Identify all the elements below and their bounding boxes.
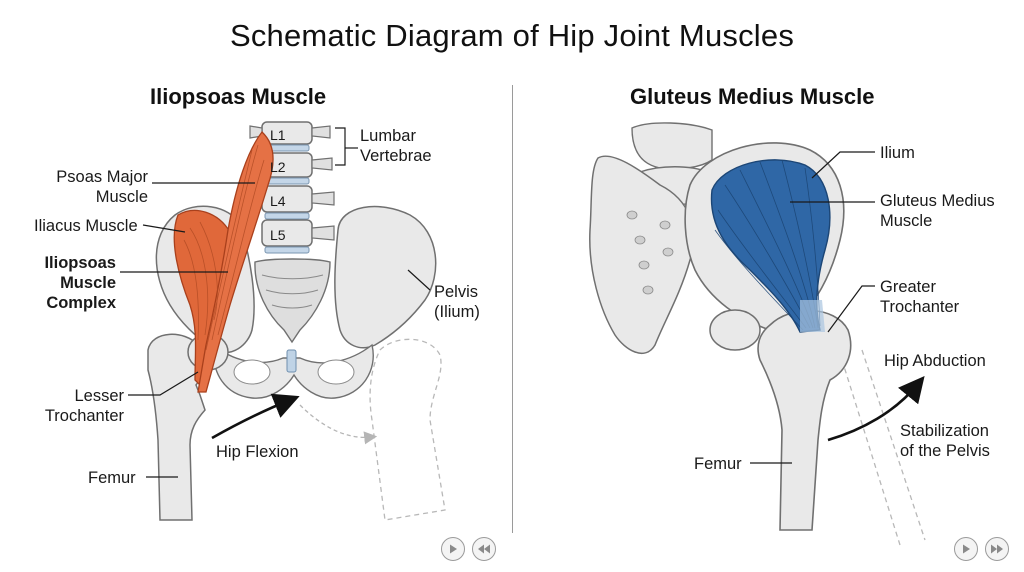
psoas-major-shape bbox=[197, 131, 274, 393]
play-icon bbox=[450, 544, 457, 554]
hip-abduction-label: Hip Abduction bbox=[884, 352, 986, 370]
left-leader-lines bbox=[120, 127, 431, 478]
hip-flexion-label: Hip Flexion bbox=[216, 443, 299, 461]
vertebra-l2 bbox=[261, 152, 333, 178]
hip-flexion-arrow bbox=[211, 393, 300, 440]
vertebra-l4 bbox=[261, 185, 335, 213]
gluteus-medius-muscle-shape bbox=[710, 159, 831, 333]
panel-divider bbox=[512, 85, 513, 533]
left-femur-label: Femur bbox=[88, 469, 136, 487]
hip-abduction-arrow bbox=[827, 375, 925, 442]
right-ilium-bone bbox=[334, 205, 437, 349]
right-femur-bone bbox=[757, 309, 852, 531]
vertebra-label-l4: L4 bbox=[270, 193, 286, 209]
pelvis-ilium-label: Pelvis(Ilium) bbox=[434, 283, 480, 321]
fast-forward-icon bbox=[991, 544, 1003, 554]
vertebra-label-l5: L5 bbox=[270, 227, 286, 243]
vertebra-label-l2: L2 bbox=[270, 159, 286, 175]
iliopsoas-muscle bbox=[173, 131, 274, 393]
right-panel-title: Gluteus Medius Muscle bbox=[630, 84, 875, 109]
right-sacrum bbox=[589, 155, 695, 355]
main-title: Schematic Diagram of Hip Joint Muscles bbox=[229, 18, 795, 53]
ghost-femur bbox=[369, 338, 446, 521]
right-femur-label: Femur bbox=[694, 455, 742, 473]
left-panel-title: Iliopsoas Muscle bbox=[150, 84, 327, 109]
vertebra-label-l1: L1 bbox=[270, 127, 286, 143]
right-pelvis-illustration bbox=[589, 122, 926, 546]
right-fast-forward-button[interactable] bbox=[985, 537, 1009, 561]
ghost-femur-lines bbox=[841, 349, 926, 546]
sacrum-bone bbox=[254, 258, 331, 344]
play-icon bbox=[963, 544, 970, 554]
iliacus-muscle-label: Iliacus Muscle bbox=[34, 217, 138, 235]
right-play-button[interactable] bbox=[954, 537, 978, 561]
hip-flexion-dashed-arrow bbox=[299, 404, 378, 445]
right-leader-lines bbox=[750, 151, 875, 464]
ilium-label: Ilium bbox=[880, 144, 915, 162]
vertebra-l5 bbox=[261, 219, 335, 247]
rewind-icon bbox=[478, 544, 490, 554]
left-play-button[interactable] bbox=[441, 537, 465, 561]
left-rewind-button[interactable] bbox=[472, 537, 496, 561]
left-femur-bone bbox=[147, 333, 206, 521]
right-spine bbox=[631, 122, 713, 170]
